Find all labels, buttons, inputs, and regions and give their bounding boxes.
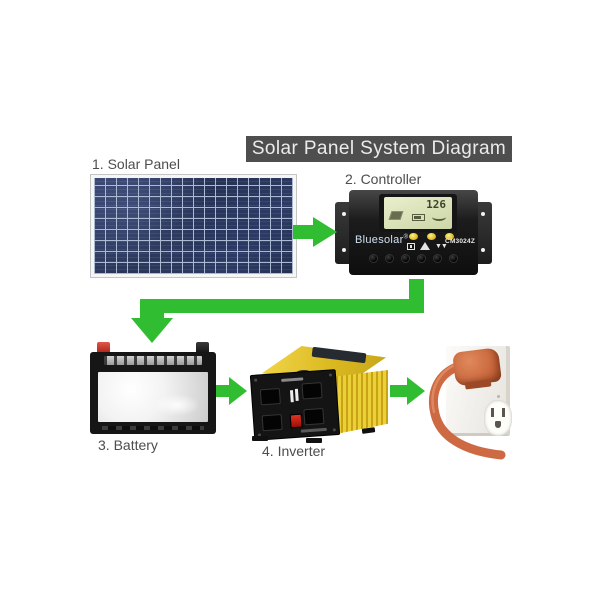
ac-socket-icon xyxy=(301,382,323,400)
inverter-label: 4. Inverter xyxy=(262,443,326,459)
outlet-slot-icon xyxy=(502,408,505,417)
controller-lcd-bezel: 126 xyxy=(379,194,457,232)
controller-model-text: CM3024Z xyxy=(445,238,475,245)
controller-image: 126 Bluesolar® CM3024Z ▼▼ xyxy=(335,190,492,275)
battery-body-front xyxy=(98,372,208,422)
status-led-icon xyxy=(409,233,418,240)
cord-line xyxy=(428,361,506,460)
terminal-screw-icon xyxy=(417,254,426,263)
arrow-battery-to-inverter xyxy=(212,377,247,405)
load-arrows-icon: ▼▼ xyxy=(435,242,448,250)
controller-label: 2. Controller xyxy=(345,171,422,187)
mount-hole-icon xyxy=(342,212,346,216)
ac-socket-icon xyxy=(261,413,283,432)
controller-lcd-screen: 126 xyxy=(384,197,452,229)
mount-hole-icon xyxy=(342,248,346,252)
ac-socket-icon xyxy=(303,408,325,426)
controller-mount-flange-right xyxy=(474,202,492,264)
panel-indicator-bar xyxy=(289,390,294,403)
terminal-screw-icon xyxy=(385,254,394,263)
inverter-front-text xyxy=(281,377,304,382)
terminal-screw-icon xyxy=(433,254,442,263)
warning-triangle-icon xyxy=(420,242,430,250)
terminal-screw-icon xyxy=(449,254,458,263)
brand-text: Bluesolar® xyxy=(355,234,408,246)
controller-body: 126 Bluesolar® CM3024Z ▼▼ xyxy=(349,190,478,275)
battery-mode-icon xyxy=(407,242,415,250)
solar-panel-image xyxy=(90,174,297,278)
battery-negative-terminal xyxy=(196,342,209,354)
battery-gauge-icon xyxy=(412,214,425,221)
plug-body xyxy=(452,347,502,387)
charge-flow-icon xyxy=(432,213,446,221)
inverter-front-panel xyxy=(249,369,341,441)
arrow-controller-to-battery xyxy=(131,279,424,343)
registered-mark: ® xyxy=(403,234,409,241)
power-switch xyxy=(289,413,303,429)
terminal-screw-icon xyxy=(401,254,410,263)
brand-name: Bluesolar xyxy=(355,234,404,246)
status-led-icon xyxy=(445,233,454,240)
outlet-ground-hole-icon xyxy=(495,421,501,428)
outlet-slot-icon xyxy=(491,408,494,417)
battery-positive-terminal xyxy=(97,342,110,354)
power-cord xyxy=(428,361,506,460)
arrow-inverter-to-outlet xyxy=(390,377,425,405)
panel-indicator-bar xyxy=(294,388,299,401)
inverter-image xyxy=(248,344,390,444)
inverter-foot xyxy=(252,436,268,441)
inverter-model-text xyxy=(300,427,327,433)
screw-icon xyxy=(254,378,258,382)
cord-highlight xyxy=(431,362,459,414)
screw-icon xyxy=(328,373,333,377)
terminal-block xyxy=(349,254,478,263)
controller-mount-flange-left xyxy=(335,202,353,264)
wall-outlet-image xyxy=(425,338,530,468)
controller-status-icons: ▼▼ xyxy=(407,242,448,250)
mount-hole-icon xyxy=(481,212,485,216)
inverter-heatsink-fins xyxy=(336,370,388,434)
battery-label: 3. Battery xyxy=(98,437,158,453)
inverter-foot xyxy=(306,438,322,443)
terminal-screw-icon xyxy=(369,254,378,263)
status-led-icon xyxy=(427,233,436,240)
mount-hole-icon xyxy=(481,248,485,252)
lcd-voltage-value: 126 xyxy=(426,198,446,211)
arrow-panel-to-controller xyxy=(293,217,337,247)
battery-case xyxy=(90,352,216,434)
ac-socket-icon xyxy=(259,388,281,406)
solar-panel-label: 1. Solar Panel xyxy=(92,156,180,172)
screw-icon xyxy=(332,428,336,432)
solar-input-icon xyxy=(388,211,404,220)
outlet-receptacle xyxy=(484,400,512,436)
battery-image xyxy=(90,342,216,434)
plate-screw-icon xyxy=(497,395,500,398)
battery-label-strip xyxy=(104,356,202,365)
inverter-foot xyxy=(361,427,376,434)
battery-vents xyxy=(102,426,204,430)
page-title: Solar Panel System Diagram xyxy=(246,136,512,162)
solar-panel-cells xyxy=(94,178,293,274)
